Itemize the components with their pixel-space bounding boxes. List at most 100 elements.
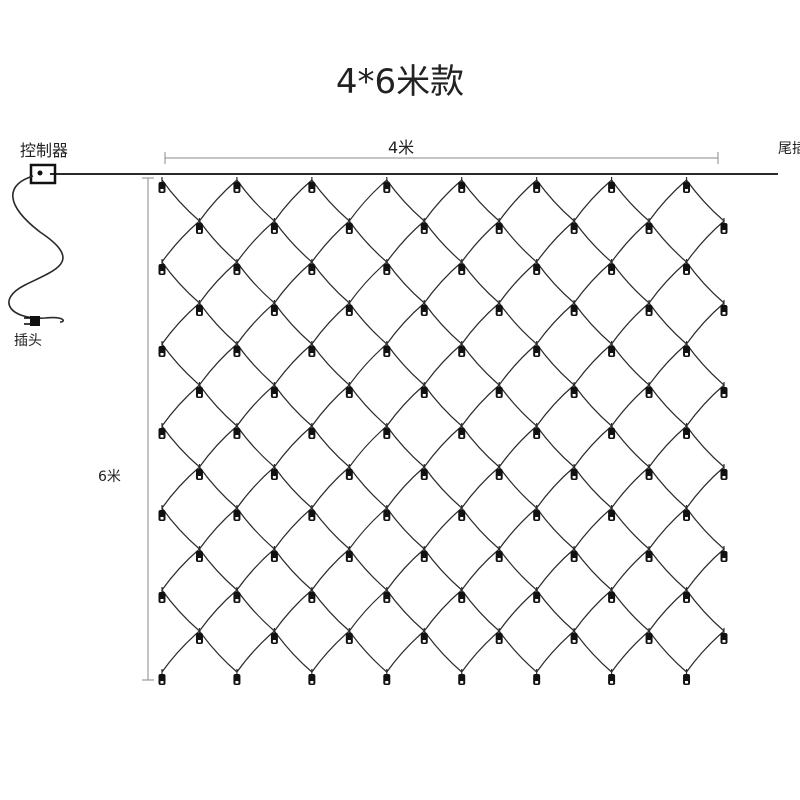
bulb-icon — [383, 177, 391, 193]
net-wire-segment — [536, 384, 575, 427]
net-wire-segment — [273, 302, 313, 345]
net-wire-segment — [348, 507, 388, 550]
bulb-icon — [345, 300, 353, 316]
bulb-icon — [683, 505, 691, 521]
net-wire-segment — [161, 548, 200, 591]
net-wire-segment — [498, 179, 538, 222]
net-wire-segment — [423, 548, 463, 591]
bulb-icon — [233, 259, 241, 275]
bulb-icon — [345, 546, 353, 562]
net-wire-segment — [611, 630, 650, 673]
bulb-icon — [233, 587, 241, 603]
bulb-icon — [345, 628, 353, 644]
net-wire-segment — [311, 630, 350, 673]
net-wire-segment — [423, 179, 463, 222]
bulb-icon — [608, 669, 616, 685]
net-wire-segment — [386, 343, 425, 386]
bulb-icon — [570, 546, 578, 562]
net-wire-segment — [686, 343, 725, 386]
net-wire-segment — [573, 384, 612, 427]
bulb-icon — [270, 300, 278, 316]
height-dimension-line — [142, 177, 154, 681]
net-wire-segment — [648, 507, 687, 550]
net-wire-segment — [498, 425, 538, 468]
net-wire-segment — [686, 179, 725, 222]
net-wire-segment — [348, 466, 388, 509]
net-wire-segment — [423, 302, 463, 345]
net-wire-segment — [273, 179, 313, 222]
net-wire-segment — [236, 548, 275, 591]
net-wire-segment — [648, 220, 687, 263]
bulb-icon — [233, 669, 241, 685]
net-wire-segment — [386, 548, 425, 591]
bulb-icon — [683, 587, 691, 603]
net-wire-segment — [573, 425, 612, 468]
net-wire-segment — [536, 630, 575, 673]
net-wire-segment — [498, 343, 538, 386]
net-wire-segment — [536, 425, 575, 468]
net-wire-segment — [498, 220, 538, 263]
bulb-icon — [645, 546, 653, 562]
net-wire-segment — [236, 302, 275, 345]
net-wire-segment — [611, 384, 650, 427]
net-wire-segment — [611, 507, 650, 550]
net-wire-segment — [536, 343, 575, 386]
net-wire-segment — [161, 261, 200, 304]
net-wire-segment — [236, 589, 275, 632]
net-wire-segment — [198, 425, 238, 468]
net-wire-segment — [498, 548, 538, 591]
net-wire-segment — [348, 179, 388, 222]
bulb-icon — [270, 218, 278, 234]
bulb-icon — [533, 587, 541, 603]
net-wire-segment — [236, 425, 275, 468]
net-wire-segment — [198, 220, 238, 263]
bulb-icon — [195, 382, 203, 398]
net-wire-segment — [611, 589, 650, 632]
tail-plug-label: 尾插 — [778, 141, 800, 157]
net-wire-segment — [348, 261, 388, 304]
bulb-icon — [158, 587, 166, 603]
bulb-icon — [570, 464, 578, 480]
bulb-icon — [533, 259, 541, 275]
bulb-icon — [533, 505, 541, 521]
bulb-icon — [383, 423, 391, 439]
net-wire-segment — [161, 425, 200, 468]
bulb-icon — [195, 300, 203, 316]
net-wire-segment — [311, 589, 350, 632]
net-wire-segment — [611, 548, 650, 591]
bulb-icon — [308, 505, 316, 521]
net-wire-segment — [386, 261, 425, 304]
bulb-icon — [683, 259, 691, 275]
net-wire-segment — [461, 343, 500, 386]
net-wire-segment — [686, 261, 725, 304]
net-wire-segment — [311, 261, 350, 304]
net-wire-segment — [198, 630, 238, 673]
net-wire-segment — [573, 261, 612, 304]
bulb-icon — [458, 505, 466, 521]
bulb-icon — [645, 382, 653, 398]
net-wire-segment — [611, 302, 650, 345]
net-wire-segment — [236, 630, 275, 673]
net-wire-segment — [536, 589, 575, 632]
net-wire-segment — [198, 589, 238, 632]
bulb-icon — [533, 177, 541, 193]
net-wire-segment — [611, 179, 650, 222]
bulb-icon — [195, 218, 203, 234]
net-wire-segment — [573, 220, 612, 263]
height-dimension-label: 6米 — [98, 469, 121, 485]
net-wire-segment — [386, 425, 425, 468]
net-wire-segment — [461, 384, 500, 427]
bulb-icon — [420, 546, 428, 562]
net-wire-segment — [461, 507, 500, 550]
net-wire-segment — [273, 220, 313, 263]
net-wire-segment — [161, 343, 200, 386]
net-wire-segment — [273, 466, 313, 509]
net-wire-segment — [198, 343, 238, 386]
net-wire-segment — [236, 261, 275, 304]
bulb-icon — [458, 177, 466, 193]
bulb-icon — [345, 382, 353, 398]
bulb-icon — [495, 218, 503, 234]
net-wire-segment — [611, 343, 650, 386]
